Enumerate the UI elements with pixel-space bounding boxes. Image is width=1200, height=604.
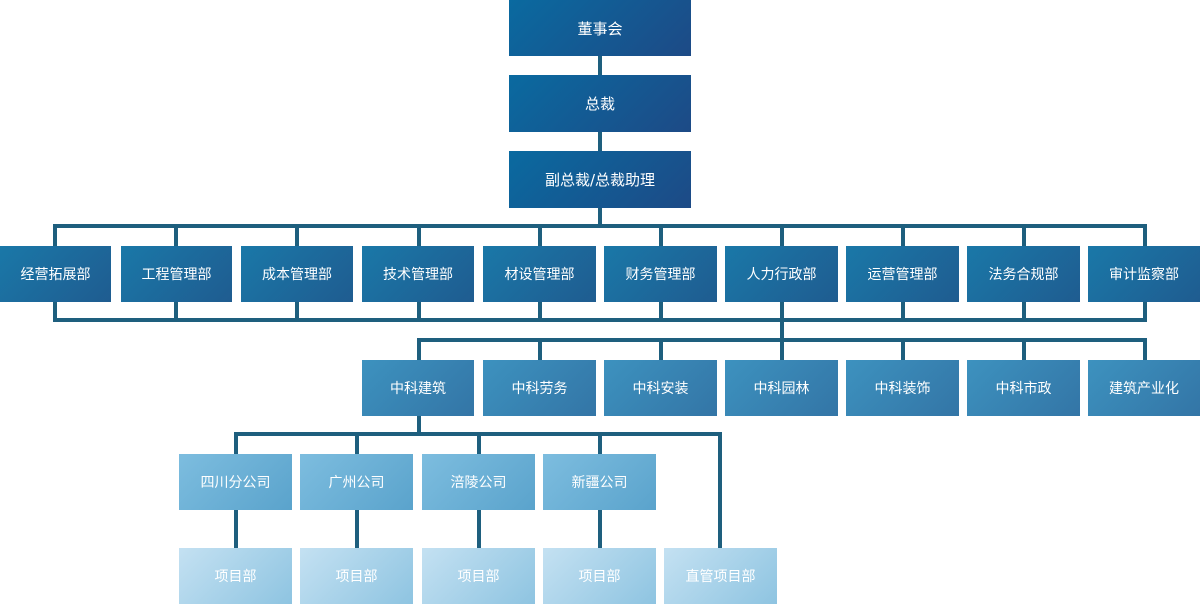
node-department: 财务管理部	[604, 246, 717, 302]
connector-line	[1022, 338, 1026, 360]
connector-line	[598, 432, 602, 454]
connector-line	[538, 338, 542, 360]
node-project: 项目部	[179, 548, 292, 604]
connector-line	[780, 322, 784, 340]
connector-line	[355, 432, 359, 454]
node-project: 项目部	[300, 548, 413, 604]
node-subsidiary: 中科劳务	[483, 360, 596, 416]
connector-line	[417, 416, 421, 434]
connector-line	[718, 432, 722, 548]
connector-line	[598, 56, 602, 75]
node-department: 成本管理部	[241, 246, 353, 302]
node-branch: 广州公司	[300, 454, 413, 510]
node-subsidiary: 中科安装	[604, 360, 717, 416]
node-branch: 涪陵公司	[422, 454, 535, 510]
node-subsidiary: 中科市政	[967, 360, 1080, 416]
node-department: 法务合规部	[967, 246, 1080, 302]
node-board: 董事会	[509, 0, 691, 56]
node-branch: 新疆公司	[543, 454, 656, 510]
connector-line	[53, 224, 1147, 228]
node-project: 项目部	[543, 548, 656, 604]
connector-line	[477, 432, 481, 454]
connector-line	[598, 132, 602, 151]
connector-line	[1143, 338, 1147, 360]
node-department: 人力行政部	[725, 246, 838, 302]
node-department: 材设管理部	[483, 246, 596, 302]
node-department: 技术管理部	[362, 246, 474, 302]
connector-line	[234, 510, 238, 548]
connector-line	[598, 510, 602, 548]
node-vice-president: 副总裁/总裁助理	[509, 151, 691, 208]
node-subsidiary: 建筑产业化	[1088, 360, 1200, 416]
node-branch: 四川分公司	[179, 454, 292, 510]
node-project-direct: 直管项目部	[664, 548, 777, 604]
connector-line	[234, 432, 238, 454]
connector-line	[53, 318, 1147, 322]
node-president: 总裁	[509, 75, 691, 132]
connector-line	[417, 338, 421, 360]
connector-line	[901, 338, 905, 360]
node-department: 审计监察部	[1088, 246, 1200, 302]
node-department: 经营拓展部	[0, 246, 111, 302]
node-project: 项目部	[422, 548, 535, 604]
connector-line	[477, 510, 481, 548]
node-department: 工程管理部	[121, 246, 232, 302]
connector-line	[355, 510, 359, 548]
connector-line	[598, 208, 602, 226]
node-subsidiary: 中科建筑	[362, 360, 474, 416]
node-department: 运营管理部	[846, 246, 959, 302]
node-subsidiary: 中科装饰	[846, 360, 959, 416]
connector-line	[659, 338, 663, 360]
node-subsidiary: 中科园林	[725, 360, 838, 416]
connector-line	[780, 338, 784, 360]
